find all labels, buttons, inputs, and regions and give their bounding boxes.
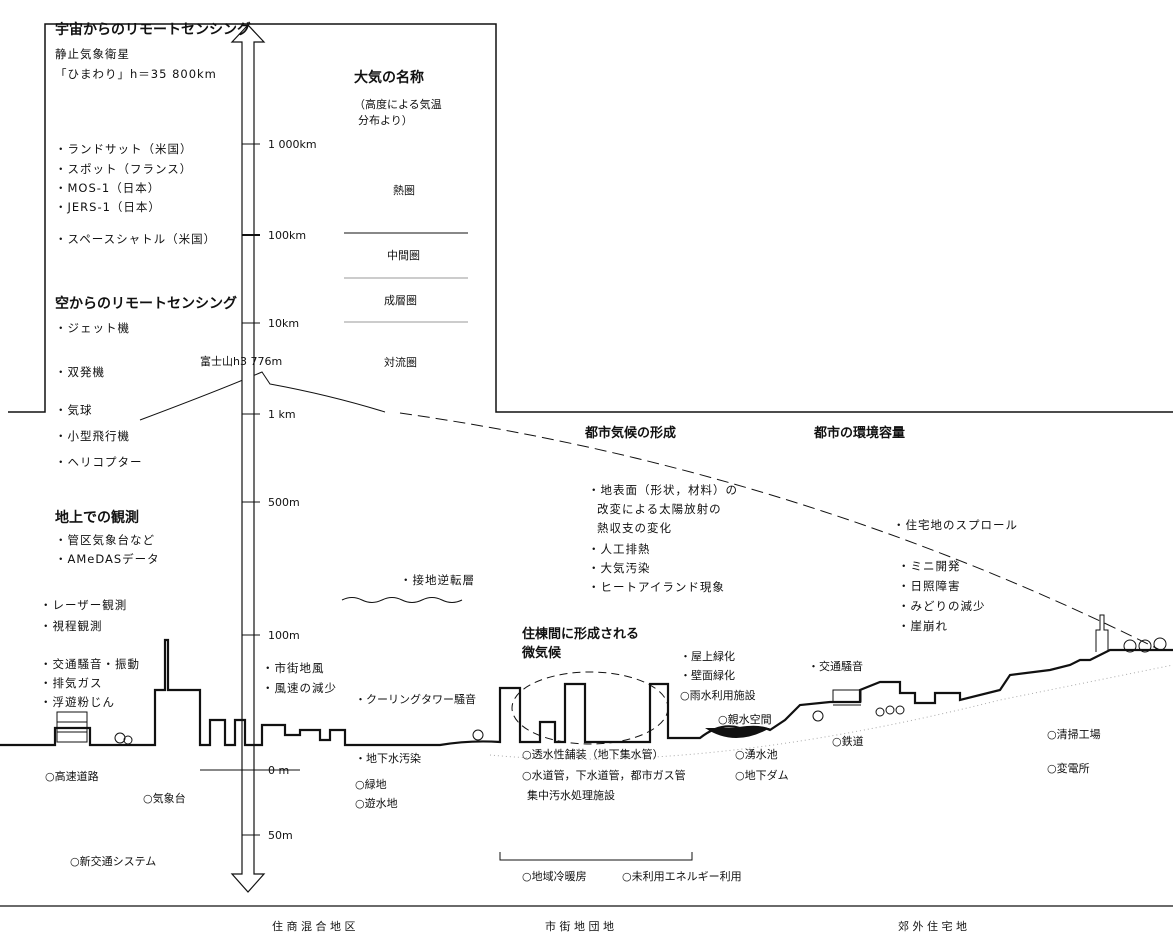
- sewage-facility: 集中汚水処理施設: [527, 789, 615, 802]
- scale-100km: 100km: [268, 229, 307, 242]
- water-tower-icon: [832, 689, 862, 706]
- capacity-item-1: ・ミニ開発: [898, 559, 961, 573]
- energy-bracket: [499, 852, 693, 861]
- street-item-2: ・風速の減少: [262, 681, 337, 695]
- microclimate-title-1: 住棟間に形成される: [522, 627, 640, 642]
- cooling-tower-noise: ・クーリングタワー騒音: [355, 693, 476, 706]
- scale-100m: 100m: [268, 629, 300, 642]
- himawari-line2: 「ひまわり」h＝35 800km: [55, 67, 217, 81]
- groundwater-pollution: ・地下水汚染: [355, 752, 421, 765]
- utility-pipes: ○水道管，下水道管，都市ガス管: [522, 769, 686, 782]
- sky-twin-engine: ・双発機: [55, 365, 105, 379]
- capacity-item-4: ・崖崩れ: [898, 619, 948, 633]
- spring-pond: ○湧水池: [735, 748, 778, 761]
- zone-mixed-residential-commercial: 住 商 混 合 地 区: [272, 920, 356, 933]
- underground-dam: ○地下ダム: [735, 769, 789, 782]
- urban-climate-item-3: 熱収支の変化: [597, 521, 672, 535]
- incineration-plant: ○清掃工場: [1047, 728, 1101, 741]
- zone-urban-housing-estate: 市 街 地 団 地: [545, 920, 614, 933]
- substation: ○変電所: [1047, 762, 1090, 775]
- space-satellite-4: ・JERS-1（日本）: [55, 200, 161, 214]
- urban-climate-title: 都市気候の形成: [585, 426, 677, 441]
- capacity-item-3: ・みどりの減少: [898, 599, 986, 613]
- space-satellite-3: ・MOS-1（日本）: [55, 181, 161, 195]
- upper-frame: [8, 23, 1173, 413]
- space-remote-sensing-title: 宇宙からのリモートセンシング: [55, 22, 251, 38]
- wall-greening: ・壁面緑化: [680, 669, 735, 682]
- tree-icons: [114, 637, 1167, 745]
- urban-climate-item-2: 改変による太陽放射の: [597, 502, 722, 516]
- district-heating: ○地域冷暖房: [522, 870, 587, 883]
- unused-energy: ○未利用エネルギー利用: [622, 870, 742, 883]
- new-transit-system: ○新交通システム: [70, 855, 157, 868]
- waterfront-space: ○親水空間: [718, 713, 772, 726]
- laser-observation: ・レーザー観測: [40, 598, 128, 612]
- ground-soil-dots: [489, 664, 1173, 760]
- atmosphere-title: 大気の名称: [354, 70, 424, 86]
- noise-item-1: ・交通騒音・振動: [40, 657, 140, 671]
- atmosphere-subtitle-1: （高度による気温: [354, 98, 442, 111]
- weather-station: ○気象台: [143, 792, 186, 805]
- scale-10km: 10km: [268, 317, 300, 330]
- zone-suburban-residential: 郊 外 住 宅 地: [898, 920, 967, 933]
- space-shuttle: ・スペースシャトル（米国）: [55, 232, 217, 246]
- microclimate-title-2: 微気候: [522, 646, 562, 661]
- urban-climate-item-1: ・地表面（形状，材料）の: [588, 483, 738, 497]
- ground-item-2: ・AMeDASデータ: [55, 552, 160, 566]
- troposphere-label: 対流圏: [384, 356, 417, 369]
- altitude-scale-bar: [200, 24, 300, 893]
- green-space: ○緑地: [355, 778, 387, 791]
- sky-remote-sensing-title: 空からのリモートセンシング: [55, 296, 237, 312]
- ground-observation-title: 地上での観測: [55, 510, 139, 526]
- ground-item-1: ・管区気象台など: [55, 533, 155, 547]
- railway: ○鉄道: [832, 735, 864, 748]
- street-item-1: ・市街地風: [262, 661, 325, 675]
- sky-balloon: ・気球: [55, 403, 93, 417]
- scale-50m: 50m: [268, 829, 293, 842]
- capacity-item-2: ・日照障害: [898, 579, 961, 593]
- retention-pond: ○遊水地: [355, 797, 398, 810]
- rooftop-greening: ・屋上緑化: [680, 650, 735, 663]
- microclimate-ellipse: [511, 671, 669, 745]
- space-satellite-1: ・ランドサット（米国）: [55, 142, 193, 156]
- visual-observation: ・視程観測: [40, 619, 103, 633]
- mesosphere-label: 中間圏: [387, 249, 420, 262]
- ground-inversion-layer: ・接地逆転層: [400, 573, 475, 587]
- traffic-noise: ・交通騒音: [808, 660, 863, 673]
- pond-icon: [705, 728, 770, 738]
- building-icon: [56, 711, 88, 743]
- noise-item-3: ・浮遊粉じん: [40, 695, 115, 709]
- scale-1000km: 1 000km: [268, 138, 317, 151]
- mount-fuji-label: 富士山h3 776m: [200, 355, 283, 368]
- expressway: ○高速道路: [45, 770, 99, 783]
- mount-fuji-outline: [139, 371, 386, 421]
- urban-climate-item-6: ・ヒートアイランド現象: [588, 580, 725, 594]
- himawari-line1: 静止気象衛星: [55, 47, 130, 61]
- sky-helicopter: ・ヘリコプター: [55, 455, 143, 469]
- residential-sprawl: ・住宅地のスプロール: [893, 518, 1018, 532]
- rainwater-facility: ○雨水利用施設: [680, 689, 756, 702]
- urban-climate-item-5: ・大気汚染: [588, 561, 651, 575]
- scale-500m: 500m: [268, 496, 300, 509]
- inversion-layer-wave: [341, 597, 463, 603]
- urban-climate-item-4: ・人工排熱: [588, 542, 651, 556]
- capacity-boundary-curve: [399, 412, 1161, 651]
- thermosphere-label: 熱圏: [393, 184, 415, 197]
- environmental-capacity-title: 都市の環境容量: [814, 426, 906, 441]
- space-satellite-2: ・スポット（フランス）: [55, 162, 193, 176]
- noise-item-2: ・排気ガス: [40, 676, 103, 690]
- sky-jet: ・ジェット機: [55, 321, 130, 335]
- scale-1km: 1 km: [268, 408, 296, 421]
- atmosphere-subtitle-2: 分布より）: [358, 114, 413, 127]
- stratosphere-label: 成層圏: [384, 294, 417, 307]
- ground-skyline: [0, 638, 1173, 747]
- permeable-pavement: ○透水性舗装（地下集水管）: [522, 748, 664, 761]
- sky-small-plane: ・小型飛行機: [55, 429, 130, 443]
- suburb-tower-icon: [1095, 614, 1109, 652]
- scale-0m: 0 m: [268, 764, 290, 777]
